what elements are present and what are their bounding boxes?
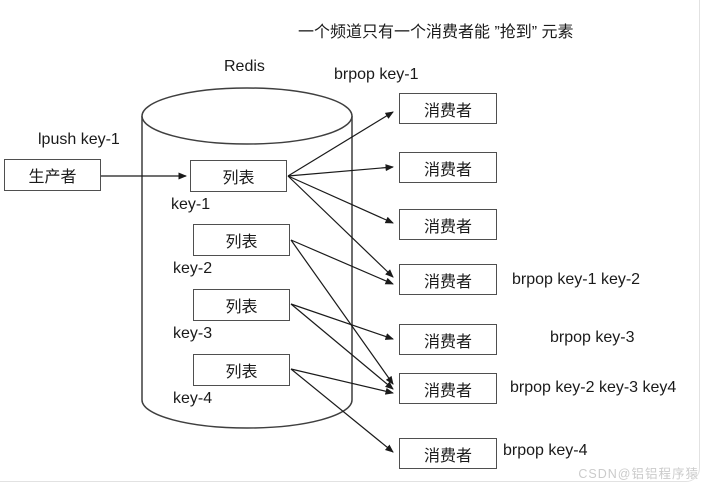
arrow-list3-to-consumer5 [290, 303, 394, 340]
watermark: CSDN@铝铝程序猿 [578, 467, 699, 481]
consumer-box-6: 消费者 [399, 373, 497, 404]
consumer-label: 消费者 [423, 161, 472, 179]
redis-label: Redis [224, 58, 265, 75]
consumer-box-3: 消费者 [399, 209, 497, 240]
arrow-list1-to-consumer4 [287, 175, 394, 278]
list-label: 列表 [222, 170, 255, 187]
key-2-label: key-2 [173, 260, 213, 277]
consumer-box-5: 消费者 [399, 324, 497, 355]
arrow-list2-to-consumer6 [290, 239, 394, 385]
cmd-consumer-5: brpop key-3 [550, 329, 635, 346]
key-4-label: key-4 [173, 390, 213, 407]
arrow-list1-to-consumer1 [287, 111, 394, 177]
list-box-key-2: 列表 [193, 224, 290, 256]
redis-cylinder-shape [141, 87, 353, 429]
arrow-list4-to-consumer6 [290, 368, 394, 395]
consumer-label: 消费者 [423, 382, 472, 400]
list-box-key-1: 列表 [190, 160, 287, 192]
arrow-list3-to-consumer6 [290, 303, 394, 390]
cmd-consumer-7: brpop key-4 [503, 442, 588, 459]
consumer-label: 消费者 [423, 447, 472, 465]
arrow-list4-to-consumer7 [290, 368, 394, 453]
brpop-key1-label: brpop key-1 [334, 66, 419, 83]
diagram-title: 一个频道只有一个消费者能 ”抢到” 元素 [298, 24, 574, 41]
list-label: 列表 [225, 299, 258, 316]
cmd-consumer-6: brpop key-2 key-3 key4 [510, 379, 677, 396]
key-1-label: key-1 [171, 196, 211, 213]
consumer-box-7: 消费者 [399, 438, 497, 469]
consumer-label: 消费者 [423, 218, 472, 236]
consumer-label: 消费者 [423, 333, 472, 351]
consumer-label: 消费者 [423, 273, 472, 291]
producer-box: 生产者 [4, 159, 101, 191]
list-box-key-4: 列表 [193, 354, 290, 386]
producer-label: 生产者 [28, 169, 77, 186]
consumer-label: 消费者 [423, 102, 472, 120]
consumer-box-1: 消费者 [399, 93, 497, 124]
arrows [101, 111, 394, 453]
lpush-key1-label: lpush key-1 [38, 131, 120, 148]
arrow-list1-to-consumer3 [287, 175, 394, 224]
list-label: 列表 [225, 364, 258, 381]
list-label: 列表 [225, 234, 258, 251]
cmd-consumer-4: brpop key-1 key-2 [512, 271, 641, 288]
arrow-list2-to-consumer4 [290, 239, 394, 285]
arrow-list1-to-consumer2 [287, 164, 394, 177]
key-3-label: key-3 [173, 325, 213, 342]
consumer-box-4: 消费者 [399, 264, 497, 295]
list-box-key-3: 列表 [193, 289, 290, 321]
consumer-box-2: 消费者 [399, 152, 497, 183]
